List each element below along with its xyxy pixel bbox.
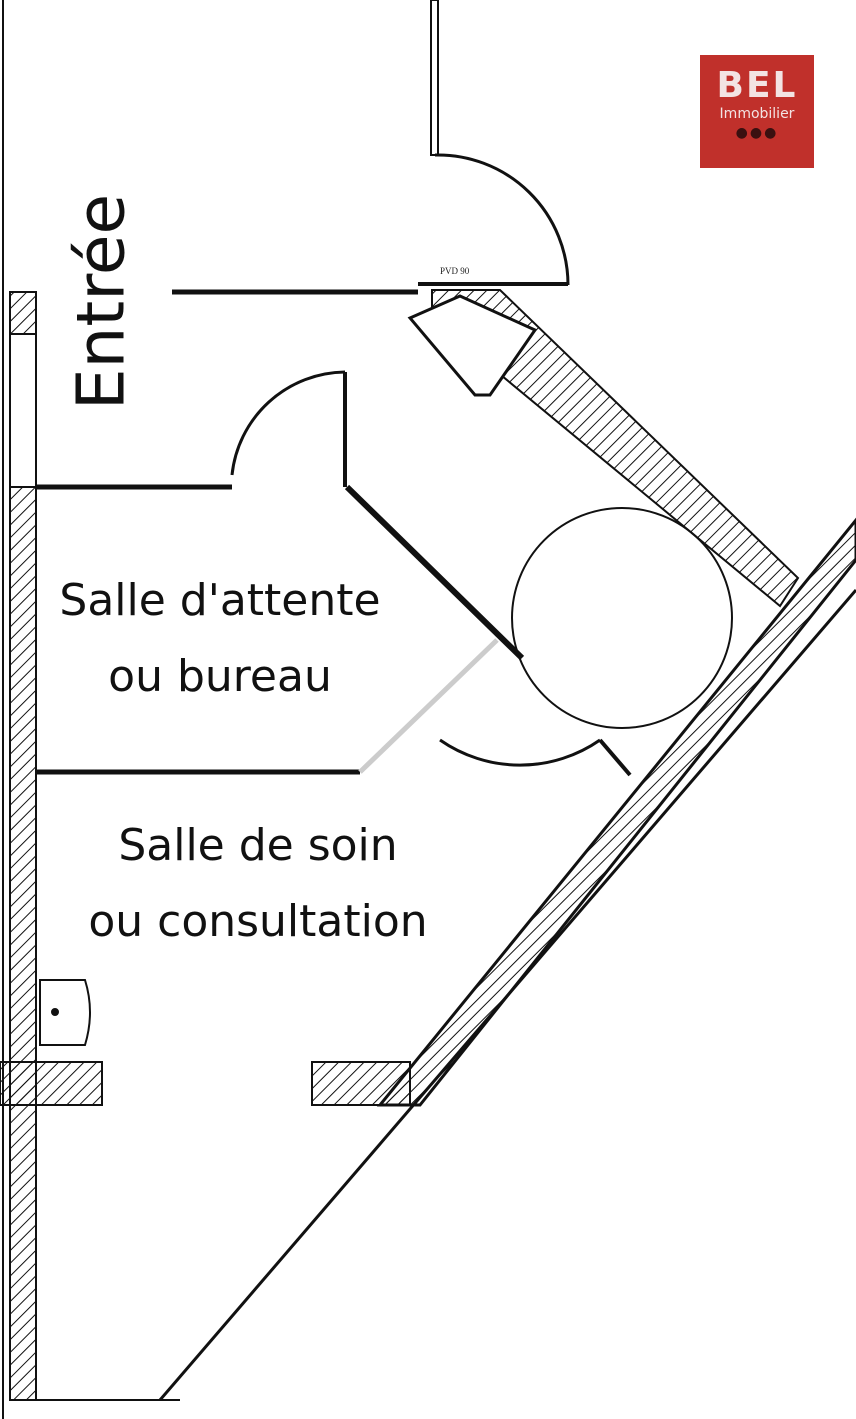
care-room-line1: Salle de soin xyxy=(118,820,398,871)
room-label-entrance: Entrée xyxy=(62,193,140,411)
room-label-care: Salle de soin ou consultation xyxy=(58,808,458,960)
bottom-wall-right xyxy=(311,1061,411,1106)
duct-box xyxy=(407,294,538,397)
entrance-door-swing xyxy=(434,153,570,286)
top-wall xyxy=(430,0,439,156)
waiting-room-line1: Salle d'attente xyxy=(59,575,381,626)
left-wall xyxy=(9,486,37,1401)
room-label-waiting: Salle d'attente ou bureau xyxy=(40,563,400,715)
long-diagonal-wall xyxy=(376,517,856,1107)
logo-brand: BEL xyxy=(716,65,798,106)
logo-dots: ●●● xyxy=(735,125,779,141)
bottom-wall-left xyxy=(0,1061,103,1106)
sink-icon xyxy=(39,979,91,1046)
left-wall-top xyxy=(9,291,37,335)
waiting-room-line2: ou bureau xyxy=(108,651,332,702)
waiting-diagonal-wall xyxy=(344,484,525,661)
waiting-door-swing xyxy=(230,370,346,476)
entrance-label-box xyxy=(38,158,164,445)
logo-subtitle: Immobilier xyxy=(719,106,795,122)
door-code-label: PVD 90 xyxy=(440,266,470,276)
bel-immobilier-logo: BEL Immobilier ●●● xyxy=(700,55,814,168)
care-door-swing xyxy=(439,738,601,767)
care-room-line2: ou consultation xyxy=(88,896,428,947)
turning-circle xyxy=(511,507,733,729)
